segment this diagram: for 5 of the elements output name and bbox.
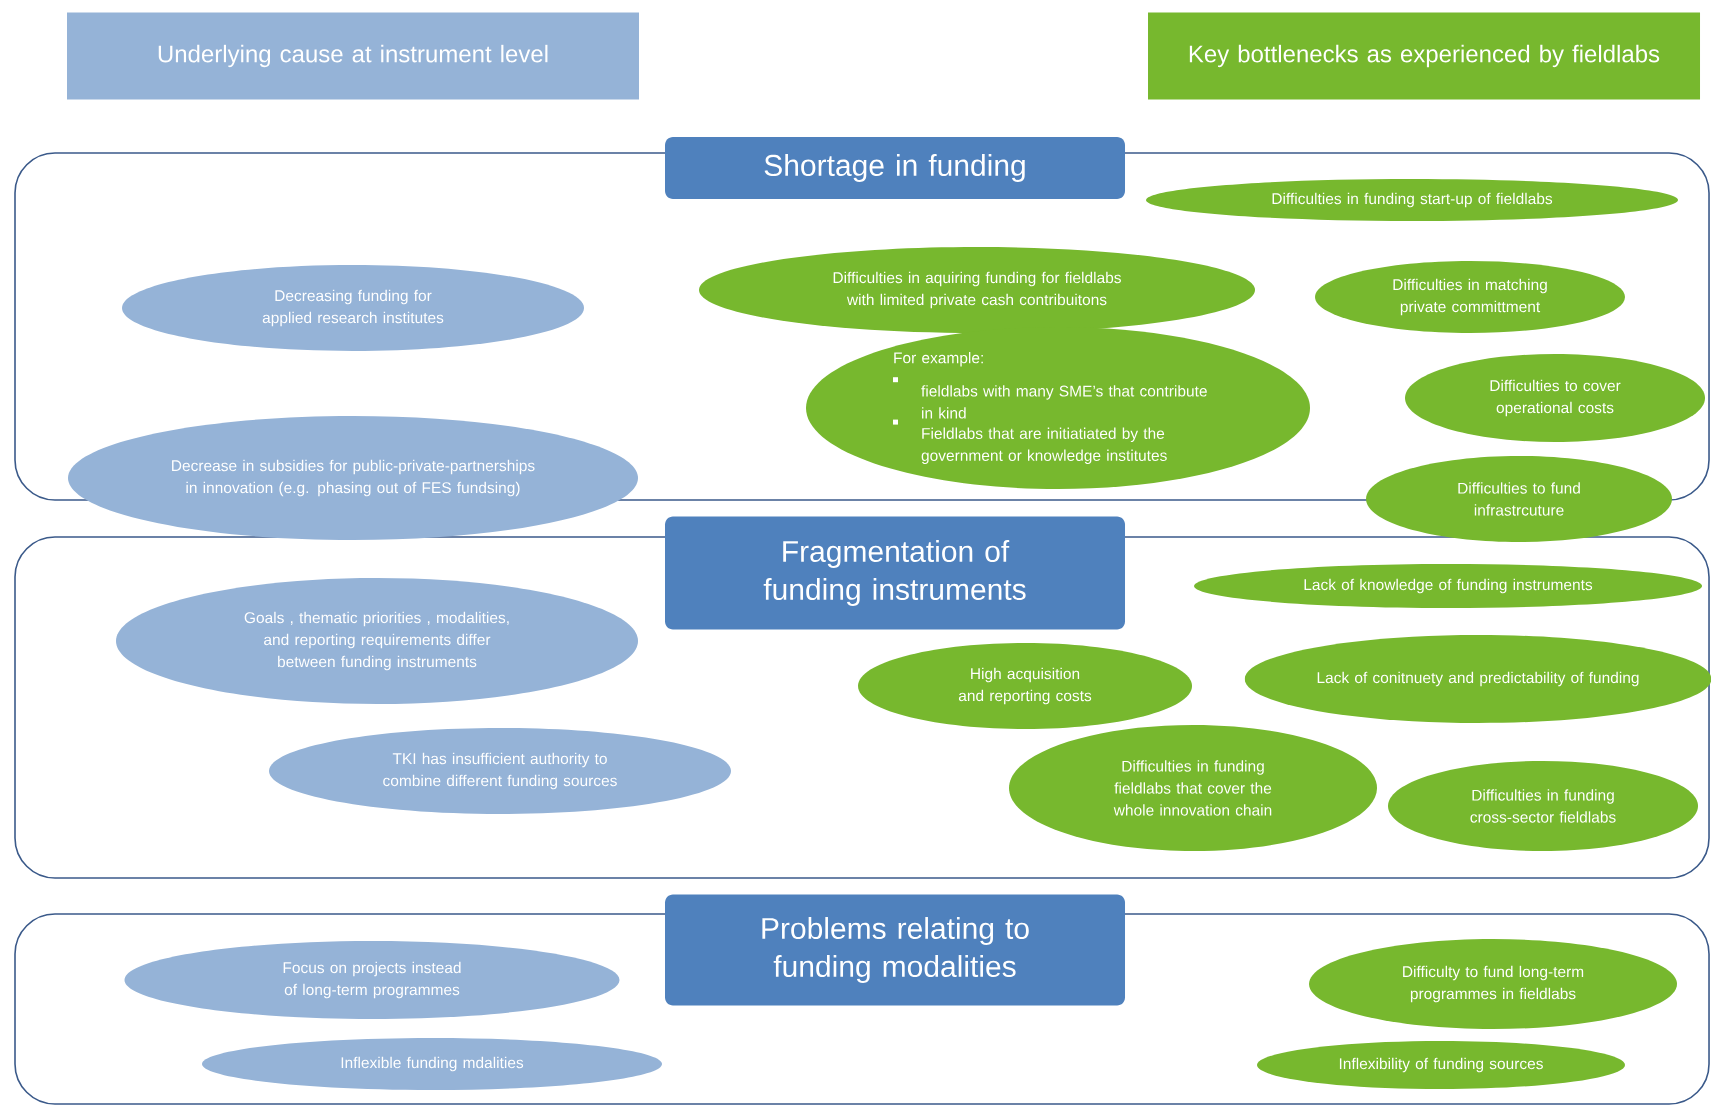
column-header: Key bottlenecks as experienced by fieldlabs — [1148, 12, 1700, 100]
column-header: Underlying cause at instrument level — [67, 12, 639, 100]
band-heading: Problems relating to funding modalities — [665, 894, 1125, 1006]
band-heading: Shortage in funding — [665, 137, 1125, 199]
band-heading: Fragmentation of funding instruments — [665, 516, 1125, 630]
